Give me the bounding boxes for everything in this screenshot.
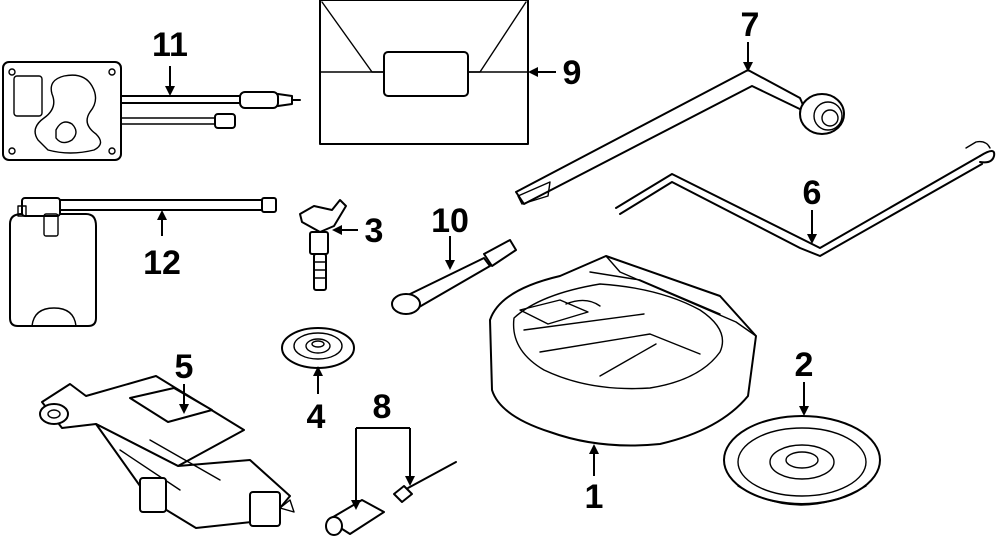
part-9-envelope [319,0,529,145]
part-5-scissor-jack [39,375,295,529]
part-6-jack-handle [615,140,996,257]
callout-5: 5 [175,348,194,386]
callout-3: 3 [365,212,384,250]
callout-2: 2 [795,346,814,384]
part-2-spacer [723,415,881,506]
callout-11: 11 [152,26,188,64]
callout-1: 1 [585,478,604,516]
leader-lines [157,42,817,510]
callout-8: 8 [373,388,392,426]
callout-10: 10 [431,202,469,240]
part-10-tool [391,239,517,315]
part-4-cap [281,327,355,369]
callout-12: 12 [143,244,181,282]
part-11-compressor-cord [2,61,301,161]
callout-labels: 11 9 7 6 12 3 10 4 5 1 2 8 [143,6,821,516]
callout-6: 6 [803,174,822,212]
part-1-storage-tray [489,255,757,447]
part-8-bits [325,461,457,536]
callout-7: 7 [741,6,760,44]
part-12-sealant-bottle [9,197,277,327]
callout-9: 9 [563,54,582,92]
callout-4: 4 [307,398,326,436]
part-3-valve-stem [299,199,347,291]
